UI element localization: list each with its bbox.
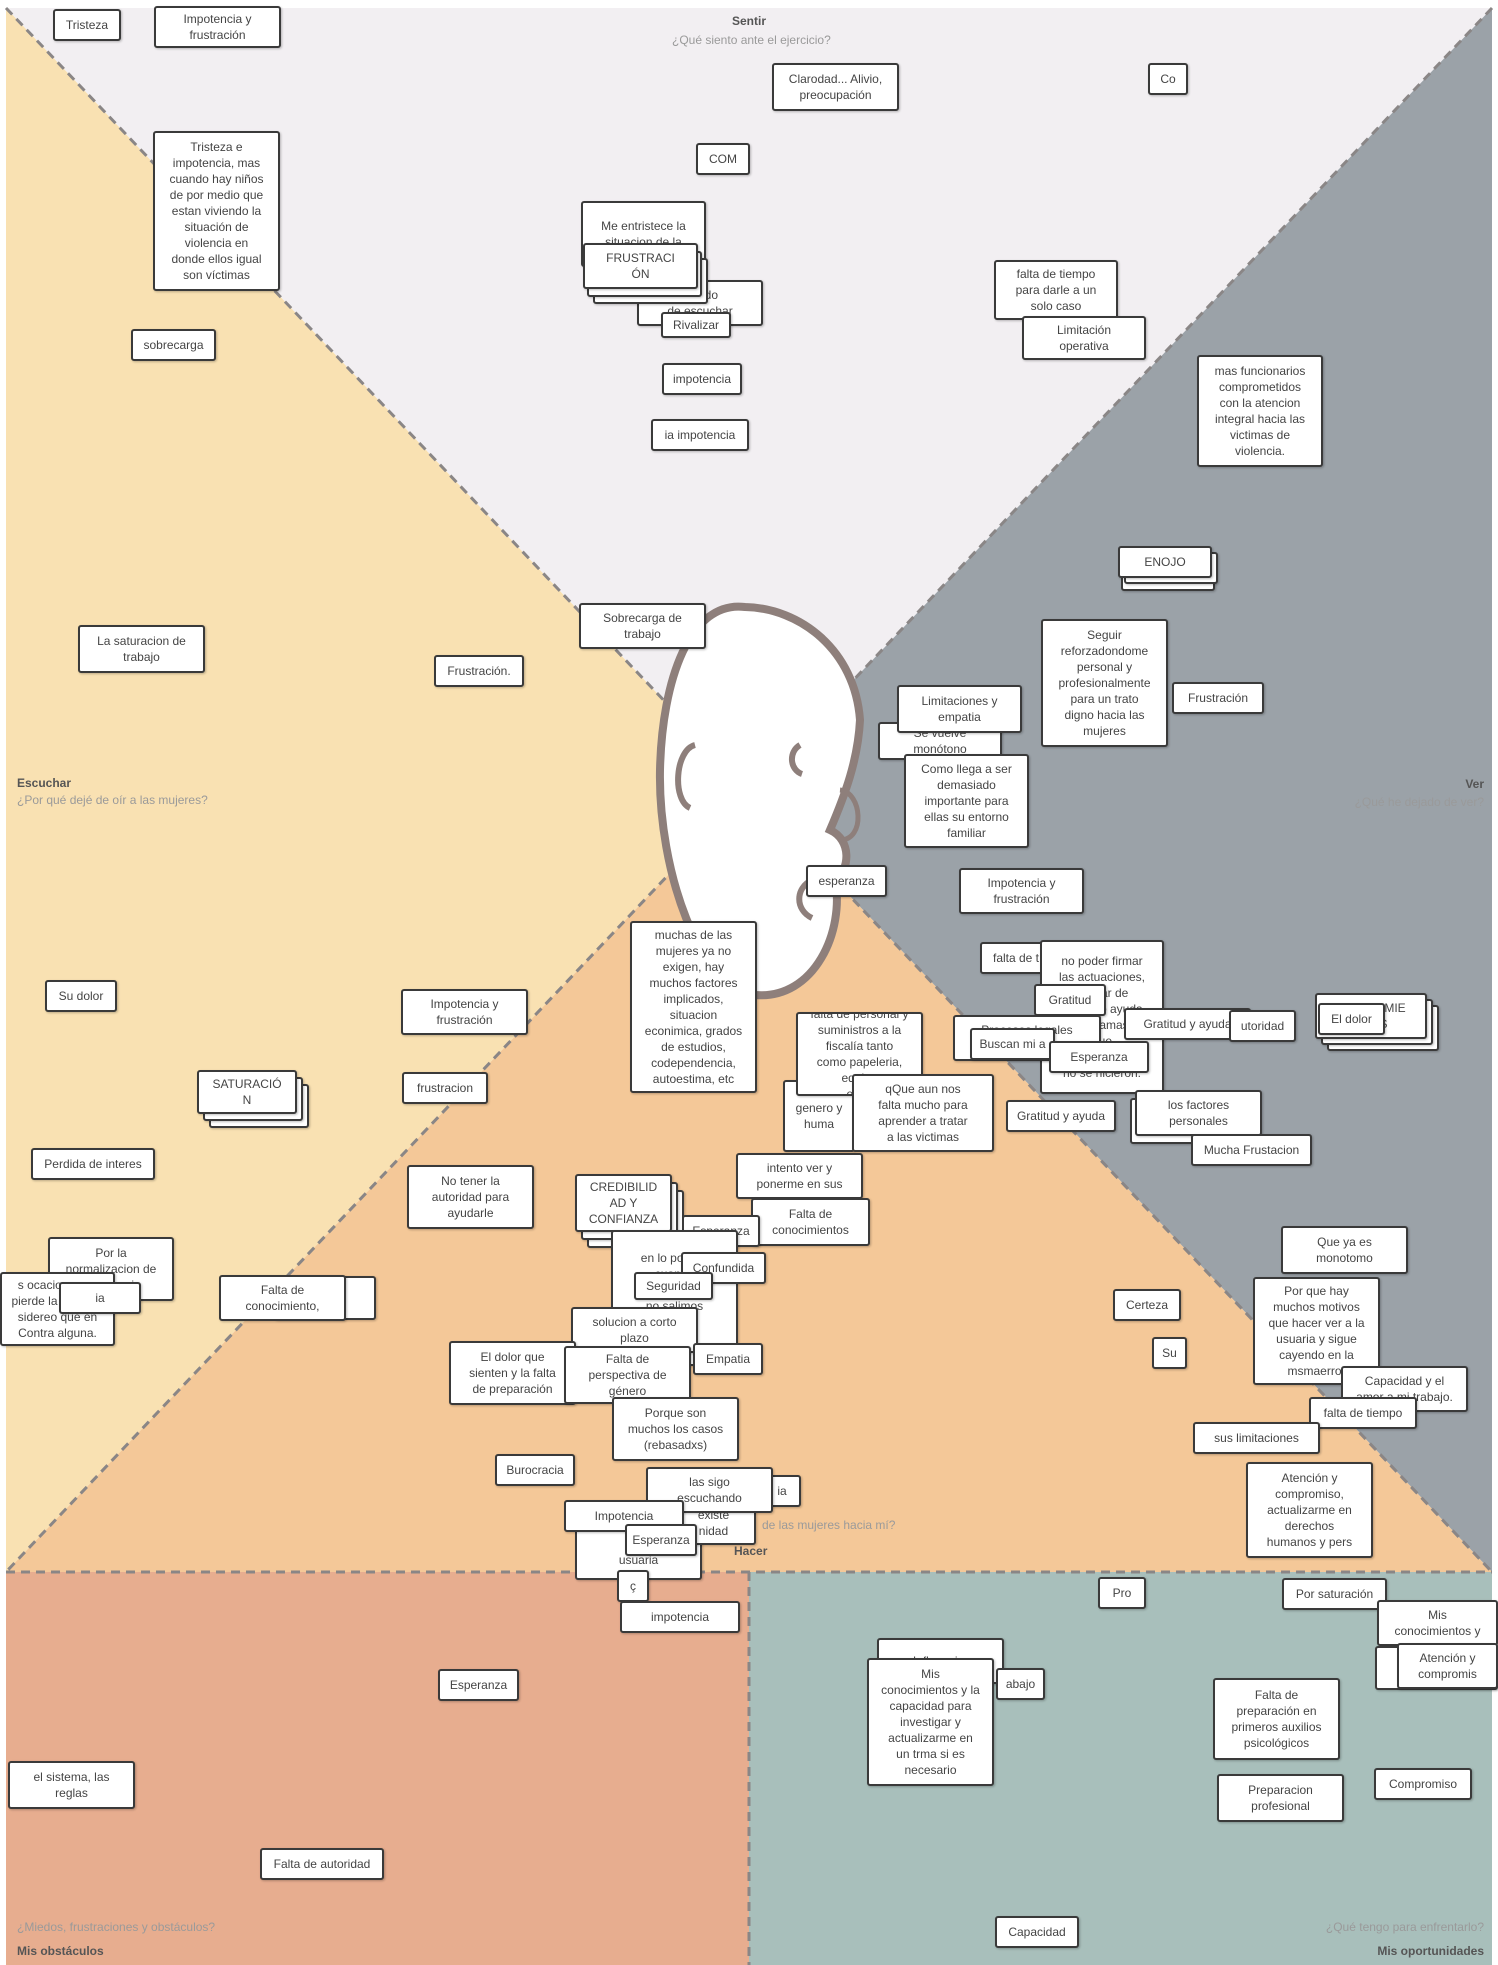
sticky-note[interactable]: Esperanza: [1049, 1041, 1149, 1073]
sticky-note[interactable]: utoridad: [1229, 1010, 1296, 1042]
sticky-note[interactable]: Impotencia y frustración: [959, 868, 1084, 914]
sticky-note[interactable]: Falta de conocimiento,: [219, 1275, 346, 1321]
sticky-note[interactable]: Gratitud: [1034, 984, 1106, 1016]
sticky-note[interactable]: Sobrecarga de trabajo: [579, 603, 706, 649]
sticky-note[interactable]: los factores personales: [1135, 1090, 1262, 1136]
sticky-note[interactable]: Tristeza e impotencia, mas cuando hay ni…: [153, 131, 280, 291]
ver-title: Ver: [1465, 777, 1484, 791]
sticky-note[interactable]: el sistema, las reglas: [8, 1761, 135, 1809]
sticky-note[interactable]: No tener la autoridad para ayudarle: [407, 1165, 534, 1229]
sticky-note[interactable]: Impotencia y frustración: [401, 989, 528, 1035]
sticky-note[interactable]: La saturacion de trabajo: [78, 625, 205, 673]
escuchar-region: [6, 8, 749, 1572]
sticky-note[interactable]: Limitaciones y empatia: [897, 685, 1022, 733]
sticky-note[interactable]: Mis conocimientos y la capacidad para in…: [867, 1658, 994, 1786]
sticky-note[interactable]: Impotencia y frustración: [154, 6, 281, 48]
sticky-note[interactable]: Limitación operativa: [1022, 316, 1146, 360]
sticky-note[interactable]: abajo: [996, 1668, 1045, 1700]
obstaculos-question: ¿Miedos, frustraciones y obstáculos?: [17, 1920, 216, 1934]
sticky-note[interactable]: Falta de autoridad: [260, 1848, 384, 1880]
sticky-note[interactable]: Falta de conocimientos: [751, 1198, 870, 1246]
sticky-note[interactable]: SATURACIÓ N: [197, 1070, 297, 1114]
sticky-note[interactable]: ia impotencia: [651, 419, 749, 451]
sticky-note[interactable]: El dolor: [1318, 1003, 1385, 1035]
obstaculos-title: Mis obstáculos: [17, 1944, 104, 1958]
sticky-note[interactable]: Que ya es monotomo: [1281, 1226, 1408, 1274]
sticky-note[interactable]: falta de tiempo para darle a un solo cas…: [994, 260, 1118, 320]
sticky-note[interactable]: Preparacion profesional: [1217, 1774, 1344, 1822]
sticky-note[interactable]: ç: [617, 1570, 649, 1602]
head-illustration: [655, 602, 865, 1000]
sticky-note[interactable]: falta de tiempo: [1309, 1397, 1417, 1429]
sticky-note[interactable]: COM: [696, 143, 750, 175]
sticky-note[interactable]: El dolor que sienten y la falta de prepa…: [449, 1341, 576, 1405]
oportunidades-title: Mis oportunidades: [1377, 1944, 1484, 1958]
sticky-note[interactable]: Certeza: [1113, 1289, 1181, 1321]
sticky-note[interactable]: impotencia: [662, 363, 742, 395]
sticky-note[interactable]: intento ver y ponerme en sus: [736, 1153, 863, 1199]
sticky-note[interactable]: Seguir reforzadondome personal y profesi…: [1041, 619, 1168, 747]
sentir-question: ¿Qué siento ante el ejercicio?: [672, 33, 831, 47]
sticky-note[interactable]: CREDIBILID AD Y CONFIANZA: [575, 1174, 672, 1232]
sticky-note[interactable]: muchas de las mujeres ya no exigen, hay …: [630, 921, 757, 1093]
sticky-note[interactable]: Frustración.: [434, 655, 524, 687]
sentir-region: [6, 8, 1492, 790]
sticky-note[interactable]: Capacidad: [995, 1916, 1079, 1948]
sticky-note[interactable]: Clarodad... Alivio, preocupación: [772, 63, 899, 111]
sticky-note[interactable]: Porque son muchos los casos (rebasadxs): [612, 1397, 739, 1461]
sticky-note[interactable]: Burocracia: [495, 1454, 575, 1486]
sticky-note[interactable]: qQue aun nos falta mucho para aprender a…: [852, 1074, 994, 1152]
sticky-note[interactable]: frustracion: [402, 1072, 488, 1104]
sticky-note[interactable]: mas funcionarios comprometidos con la at…: [1197, 355, 1323, 467]
sticky-note[interactable]: Esperanza: [625, 1524, 697, 1556]
sticky-note[interactable]: Mis conocimientos y: [1377, 1600, 1498, 1646]
sticky-note[interactable]: ia: [59, 1282, 141, 1314]
oportunidades-question: ¿Qué tengo para enfrentarlo?: [1325, 1920, 1484, 1934]
sticky-note[interactable]: Falta de perspectiva de género: [564, 1346, 691, 1404]
escuchar-title: Escuchar: [17, 776, 72, 790]
sticky-note[interactable]: sobrecarga: [131, 329, 216, 361]
sticky-note[interactable]: Rivalizar: [661, 312, 731, 338]
sticky-note[interactable]: esperanza: [806, 865, 887, 897]
sticky-note[interactable]: Frustración: [1172, 682, 1264, 714]
ver-question: ¿Qué he dejado de ver?: [1354, 795, 1484, 809]
hacer-question: de las mujeres hacia mí?: [762, 1518, 896, 1532]
sticky-note[interactable]: Como llega a ser demasiado importante pa…: [904, 754, 1029, 848]
sticky-note[interactable]: Compromiso: [1374, 1768, 1472, 1800]
sticky-note[interactable]: Su dolor: [45, 980, 117, 1012]
sticky-note[interactable]: impotencia: [620, 1601, 740, 1633]
sticky-note[interactable]: Gratitud y ayuda: [1006, 1100, 1116, 1132]
sticky-note[interactable]: Seguridad: [634, 1272, 713, 1300]
sticky-note[interactable]: Mucha Frustacion: [1191, 1134, 1312, 1166]
sticky-note[interactable]: Buscan mi a: [970, 1028, 1055, 1060]
sticky-note[interactable]: Perdida de interes: [31, 1148, 155, 1180]
sentir-title: Sentir: [732, 14, 767, 28]
sticky-note[interactable]: Atención y compromis: [1397, 1643, 1498, 1689]
sticky-note[interactable]: Su: [1152, 1337, 1187, 1369]
sticky-note[interactable]: Falta de preparación en primeros auxilio…: [1213, 1678, 1340, 1760]
hacer-title: Hacer: [734, 1544, 768, 1558]
sticky-note[interactable]: Pro: [1098, 1577, 1146, 1609]
sticky-note[interactable]: Empatia: [693, 1343, 763, 1375]
escuchar-question: ¿Por qué dejé de oír a las mujeres?: [17, 793, 208, 807]
sticky-note[interactable]: Co: [1148, 63, 1188, 95]
sticky-note[interactable]: Esperanza: [438, 1669, 519, 1701]
sticky-note[interactable]: ENOJO: [1118, 546, 1212, 578]
sticky-note[interactable]: Tristeza: [53, 9, 121, 41]
sticky-note[interactable]: sus limitaciones: [1193, 1422, 1320, 1454]
sticky-note[interactable]: FRUSTRACI ÓN: [583, 243, 698, 289]
sticky-note[interactable]: Atención y compromiso, actualizarme en d…: [1246, 1462, 1373, 1558]
sticky-note[interactable]: Por saturación: [1282, 1578, 1387, 1610]
